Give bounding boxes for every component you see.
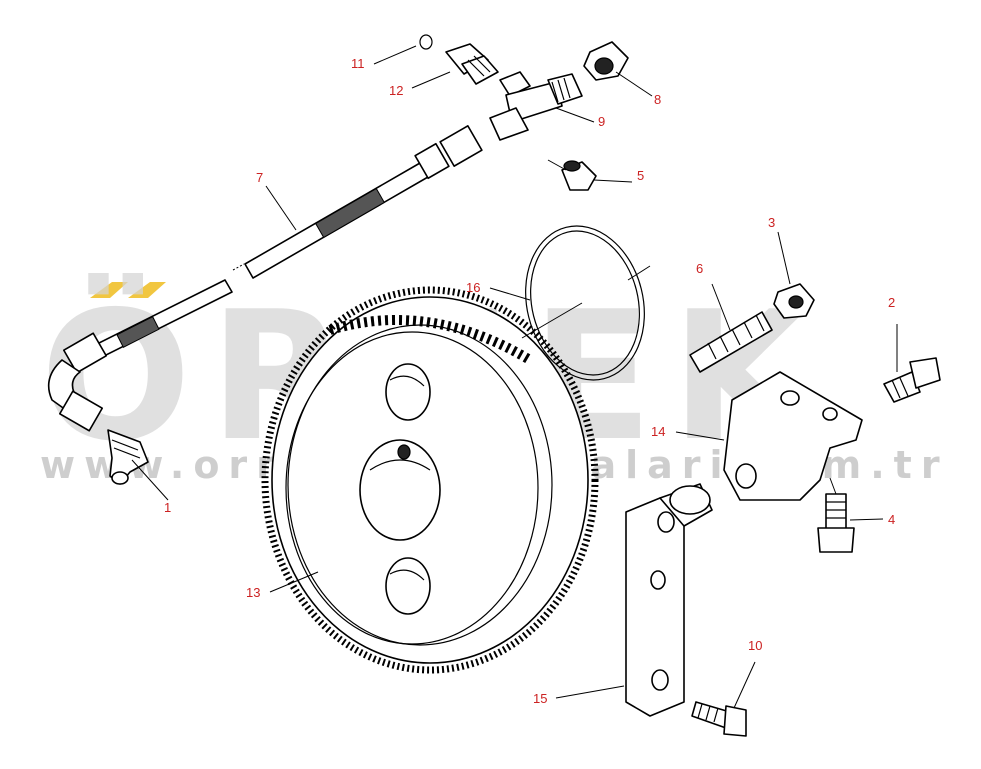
callout-1: 1: [164, 500, 171, 515]
part-10-bolt: [691, 701, 747, 737]
part-15-plate: [625, 483, 713, 717]
callout-13: 13: [246, 585, 260, 600]
part-14-bracket: [723, 371, 863, 501]
part-8-nut: [583, 41, 629, 81]
part-16-o-ring: [521, 225, 651, 381]
callout-10: 10: [748, 638, 762, 653]
part-11-washer: [419, 34, 433, 50]
callout-16: 16: [466, 280, 480, 295]
callout-4: 4: [888, 512, 895, 527]
callout-labels: 1 2 3 4 5 6 7 8 9 10 11 12 13 14 15 16: [164, 56, 895, 706]
part-9-tee-fitting: [489, 71, 583, 141]
leader-lines: [131, 45, 898, 709]
part-4-bolt: [817, 493, 855, 553]
callout-12: 12: [389, 83, 403, 98]
part-2-bolt: [883, 357, 941, 403]
part-7-hose: [47, 125, 483, 432]
callout-6: 6: [696, 261, 703, 276]
part-6-stud: [689, 311, 773, 373]
watermark-umlaut-left: [90, 282, 128, 298]
part-5-plug: [561, 160, 597, 191]
part-3-flange-nut: [773, 283, 815, 319]
callout-11: 11: [351, 56, 365, 71]
callout-7: 7: [256, 170, 263, 185]
callout-9: 9: [598, 114, 605, 129]
part-1-elbow-fitting: [107, 429, 149, 485]
callout-14: 14: [651, 424, 665, 439]
part-12-adapter: [445, 43, 499, 85]
callout-3: 3: [768, 215, 775, 230]
part-13-ring-gear: [261, 286, 599, 674]
callout-2: 2: [888, 295, 895, 310]
watermark-umlaut-right: [128, 282, 166, 298]
callout-8: 8: [654, 92, 661, 107]
callout-5: 5: [637, 168, 644, 183]
callout-15: 15: [533, 691, 547, 706]
